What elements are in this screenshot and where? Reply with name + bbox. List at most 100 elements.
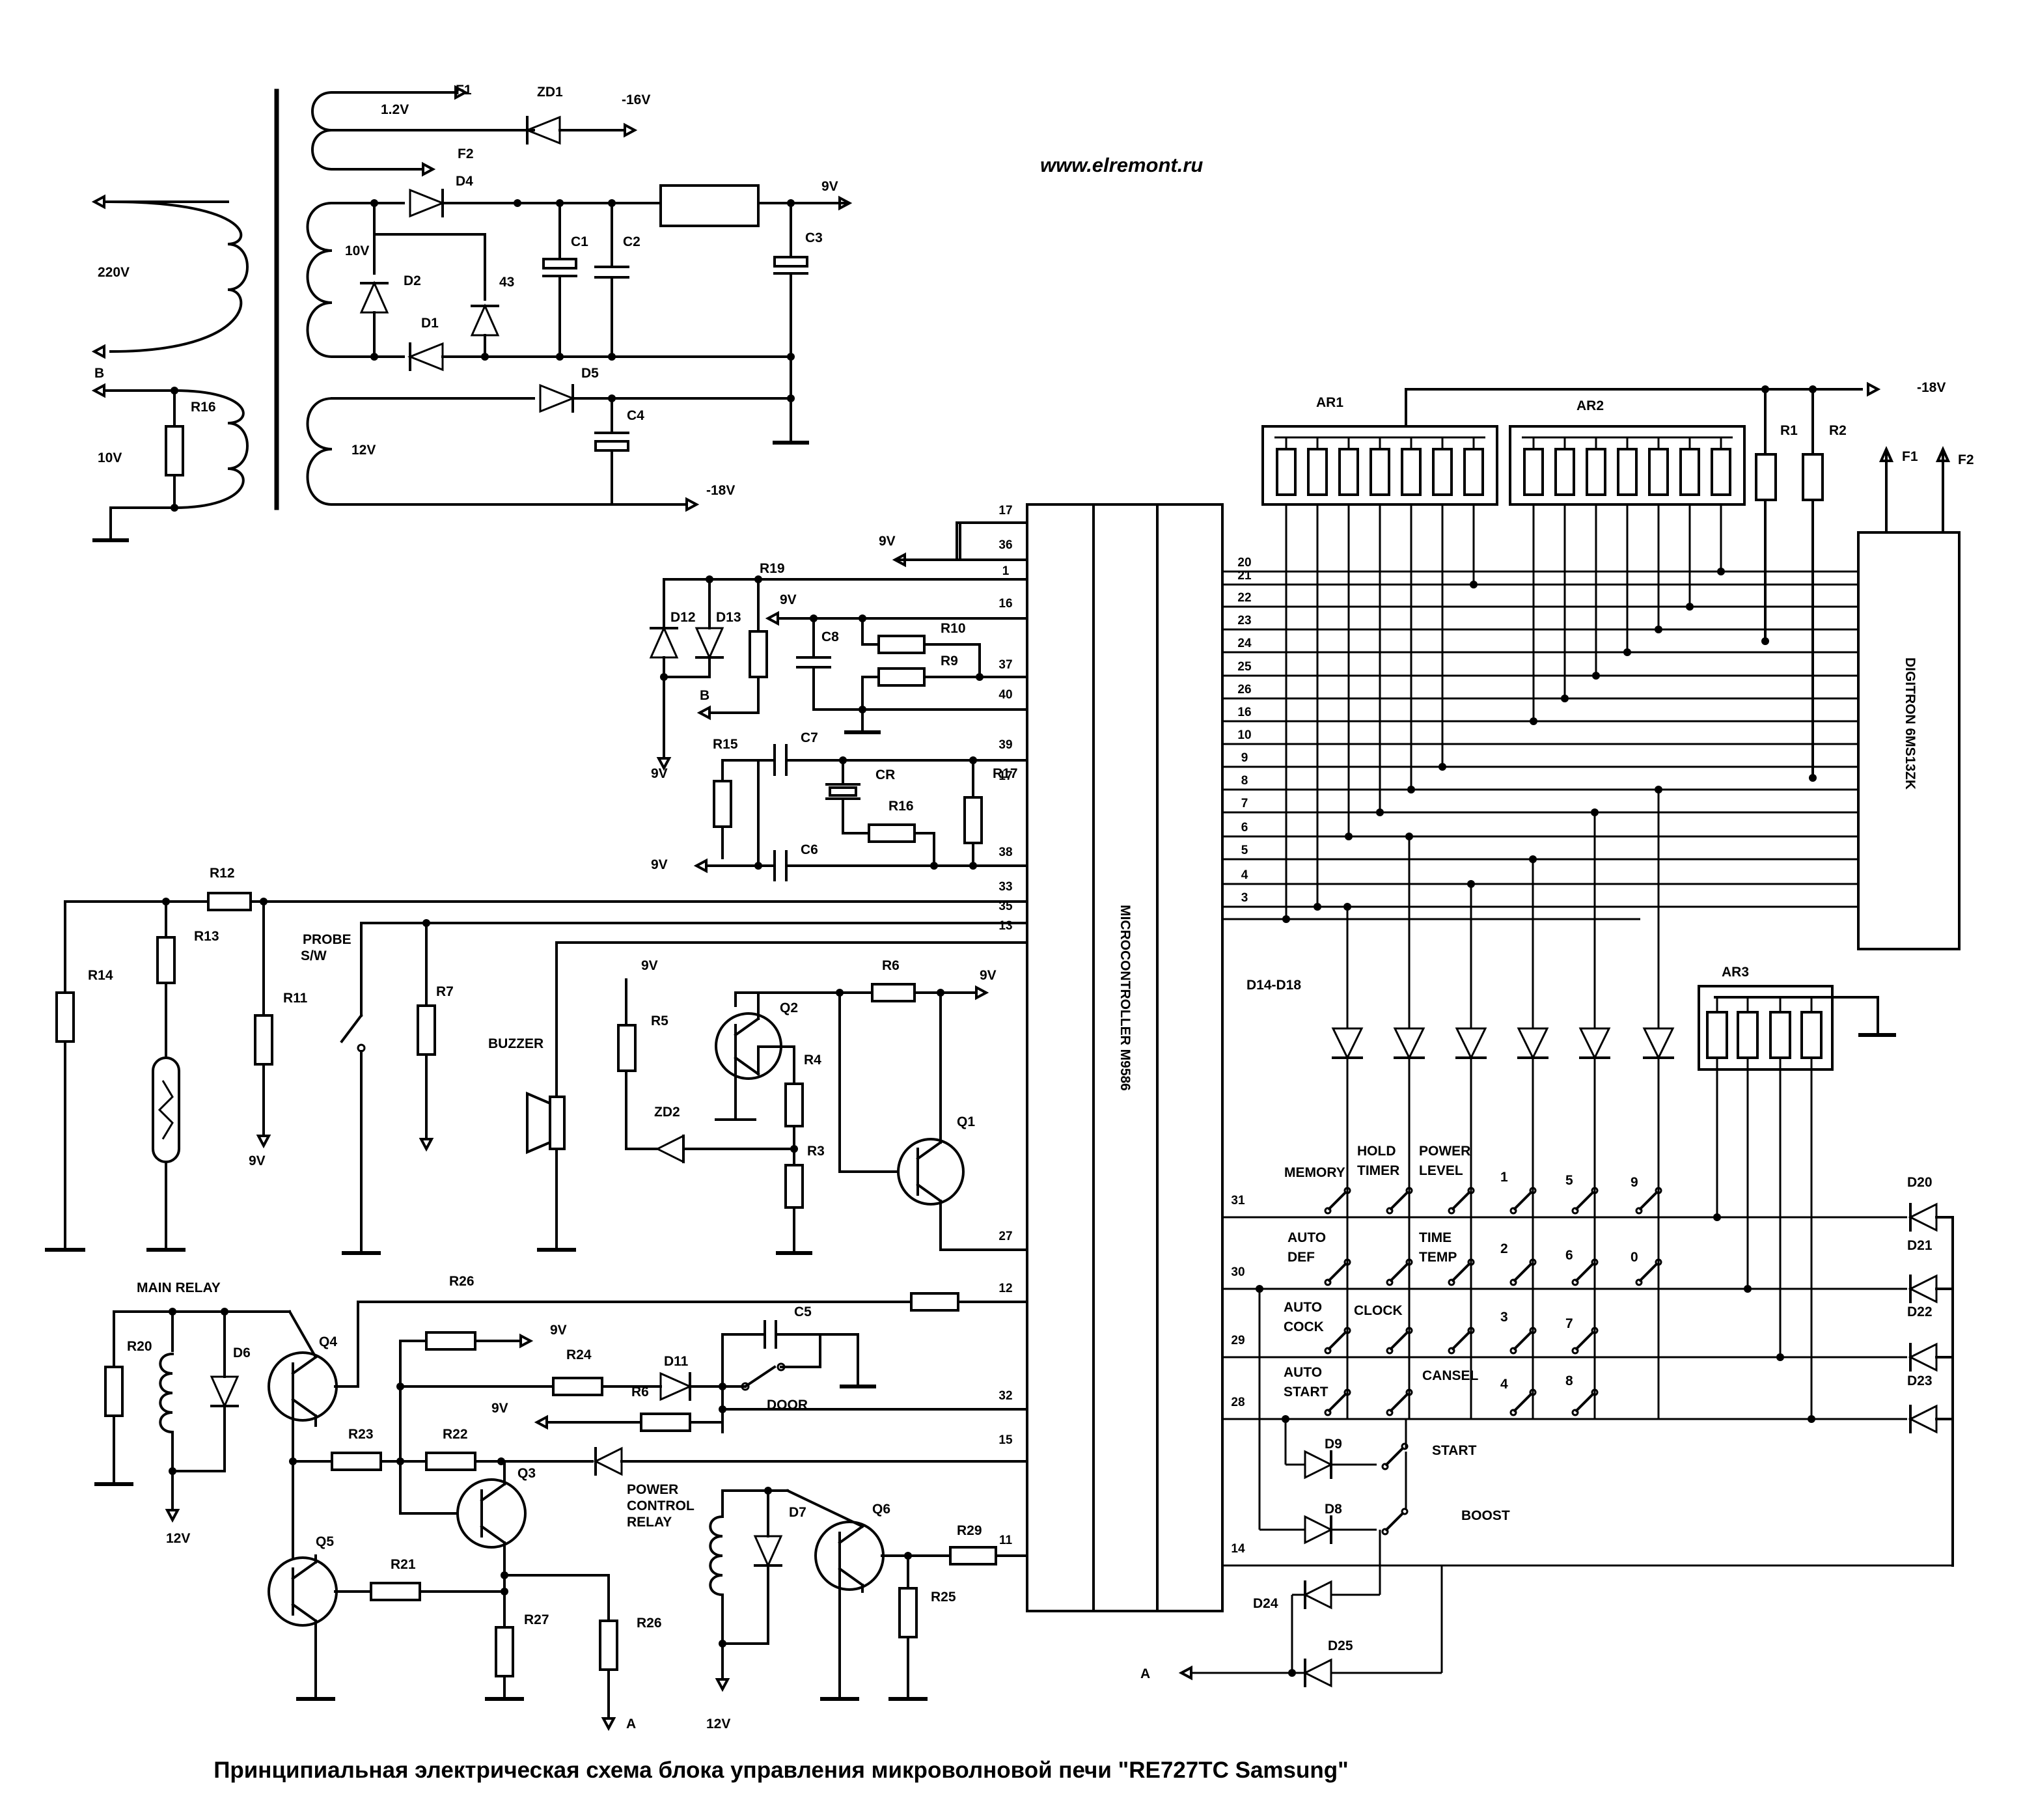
r24-label: R24 xyxy=(566,1347,592,1362)
r26-label: R26 xyxy=(449,1274,475,1289)
f1b-label: F1 xyxy=(1902,449,1918,464)
ic-pin-label: 33 xyxy=(998,880,1012,894)
ic-pin-label: 3 xyxy=(1241,891,1248,905)
d20-label: D20 xyxy=(1907,1175,1933,1190)
power1-label: POWER xyxy=(1419,1144,1470,1159)
v9-9-label: 9V xyxy=(491,1401,508,1416)
ic-pin-label: 14 xyxy=(1231,1542,1245,1556)
d7-label: D7 xyxy=(789,1505,806,1520)
transformer xyxy=(91,85,613,510)
r17-label: R17 xyxy=(993,766,1018,781)
ic-pin-label: 30 xyxy=(1231,1265,1245,1279)
r14-label: R14 xyxy=(88,968,113,983)
r12-label: R12 xyxy=(210,866,235,881)
ic-pin-label: 15 xyxy=(998,1433,1013,1447)
r23-label: R23 xyxy=(348,1427,374,1442)
r9-label: R9 xyxy=(941,654,958,669)
f2-label: F2 xyxy=(458,146,474,161)
r11-label: R11 xyxy=(283,991,308,1006)
r16b-label: R16 xyxy=(888,799,914,814)
ic-pin-label: 5 xyxy=(1241,844,1248,857)
r2-label: R2 xyxy=(1829,423,1847,438)
neg16-label: -16V xyxy=(622,92,650,107)
sensor-section xyxy=(45,892,1028,1255)
filter-capacitors xyxy=(373,184,853,512)
ic-pin-label: 10 xyxy=(1237,728,1251,742)
d24-label: D24 xyxy=(1253,1596,1278,1611)
d22-label: D22 xyxy=(1907,1304,1933,1319)
ic-pin-label: 11 xyxy=(999,1534,1013,1547)
v9-1-label: 9V xyxy=(879,534,896,549)
cr-label: CR xyxy=(875,767,895,782)
power2-label: LEVEL xyxy=(1419,1163,1463,1178)
d1-label: D1 xyxy=(421,316,439,331)
hold1-label: HOLD xyxy=(1357,1144,1396,1159)
mainrelay-label: MAIN RELAY xyxy=(137,1280,221,1295)
ic-pin-label: 24 xyxy=(1237,637,1252,650)
d8-label: D8 xyxy=(1325,1502,1342,1517)
ic-pin-label: 31 xyxy=(1231,1194,1245,1207)
cansel-label: CANSEL xyxy=(1422,1368,1479,1383)
d43-label: 43 xyxy=(499,275,514,290)
k1-label: 1 xyxy=(1500,1170,1508,1185)
v9-8-label: 9V xyxy=(550,1323,567,1338)
q2-label: Q2 xyxy=(780,1000,798,1015)
ic-pin-label: 27 xyxy=(998,1230,1012,1243)
v220-label: 220V xyxy=(98,265,130,280)
r1-label: R1 xyxy=(1780,423,1798,438)
r10-label: R10 xyxy=(941,621,966,636)
ic-pin-label: 7 xyxy=(1241,797,1248,810)
v9-5-label: 9V xyxy=(249,1153,266,1168)
c4-label: C4 xyxy=(627,408,644,423)
r4-label: R4 xyxy=(804,1053,821,1068)
v12-label: 12V xyxy=(351,443,376,458)
r5-label: R5 xyxy=(651,1013,668,1028)
r6-label: R6 xyxy=(882,958,900,973)
neg18a-label: -18V xyxy=(706,483,735,498)
r13-label: R13 xyxy=(194,929,219,944)
ic-pin-label: 25 xyxy=(1237,660,1252,674)
neg18b-label: -18V xyxy=(1917,380,1946,395)
r1-r2-resistors xyxy=(1406,381,1881,782)
out9v-label: 9V xyxy=(821,179,838,194)
auto1-label: AUTO xyxy=(1287,1230,1326,1245)
relay-section xyxy=(94,1292,1028,1731)
def-label: DEF xyxy=(1287,1250,1315,1265)
q3-label: Q3 xyxy=(517,1466,536,1481)
clock-label: CLOCK xyxy=(1354,1303,1403,1318)
v9-3-label: 9V xyxy=(651,766,668,781)
v10a-label: 10V xyxy=(345,243,369,258)
probe1-label: PROBE xyxy=(303,932,351,947)
d14-18-label: D14-D18 xyxy=(1246,978,1301,993)
d11-label: D11 xyxy=(664,1354,689,1369)
boost-label: BOOST xyxy=(1461,1508,1510,1523)
ic-pin-label: 29 xyxy=(1231,1334,1245,1347)
diodes-d14-d18 xyxy=(1331,786,1675,1185)
ic-pin-label: 16 xyxy=(1237,706,1251,719)
k8-label: 8 xyxy=(1565,1373,1573,1388)
d12-label: D12 xyxy=(670,610,696,625)
r29-label: R29 xyxy=(957,1523,982,1538)
ic-pin-label: 40 xyxy=(998,688,1012,702)
k9-label: 9 xyxy=(1631,1175,1638,1190)
v12b-label: 12V xyxy=(706,1717,730,1731)
d6-label: D6 xyxy=(233,1345,251,1360)
ic-pin-label: 39 xyxy=(998,738,1012,752)
r26b-label: R26 xyxy=(637,1616,662,1631)
start-label: START xyxy=(1284,1385,1328,1399)
ic-pin-label: 35 xyxy=(998,900,1013,913)
d13-label: D13 xyxy=(716,610,741,625)
probe2-label: S/W xyxy=(301,948,327,963)
q4-label: Q4 xyxy=(319,1334,337,1349)
d21-label: D21 xyxy=(1907,1238,1933,1253)
r21-label: R21 xyxy=(391,1557,416,1572)
display-label: DIGITRON 6MS13ZK xyxy=(1903,657,1918,790)
r16-label: R16 xyxy=(191,400,216,415)
d9-label: D9 xyxy=(1325,1437,1342,1452)
ic-pin-label: 13 xyxy=(998,919,1012,933)
ic-pin-label: 9 xyxy=(1241,751,1248,765)
ic-pin-label: 37 xyxy=(998,658,1012,672)
ic-pin-label: 22 xyxy=(1237,591,1251,605)
